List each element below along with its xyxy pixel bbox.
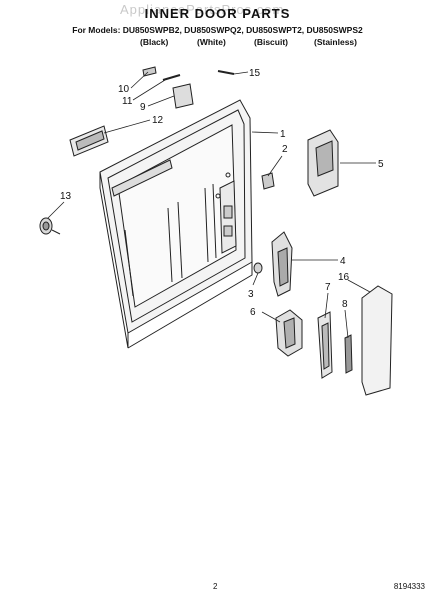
callout-5: 5 bbox=[378, 159, 384, 170]
part-7-strip bbox=[317, 311, 333, 379]
color-stainless: (Stainless) bbox=[314, 37, 357, 47]
callout-2: 2 bbox=[282, 144, 288, 155]
part-2-bracket bbox=[261, 172, 275, 190]
part-16-side-panel bbox=[361, 285, 393, 396]
page-title: INNER DOOR PARTS bbox=[144, 6, 291, 21]
callout-9: 9 bbox=[140, 102, 146, 113]
callout-11: 11 bbox=[122, 96, 133, 107]
callout-6: 6 bbox=[250, 307, 256, 318]
part-9-cover bbox=[172, 83, 194, 109]
part-4-latch bbox=[271, 231, 293, 297]
part-12-handle bbox=[69, 125, 109, 157]
leader-lines bbox=[47, 71, 376, 339]
models-line: For Models: DU850SWPB2, DU850SWPQ2, DU85… bbox=[72, 25, 363, 35]
color-biscuit: (Biscuit) bbox=[254, 37, 288, 47]
callout-12: 12 bbox=[152, 115, 164, 126]
color-black: (Black) bbox=[140, 37, 169, 47]
callout-13: 13 bbox=[60, 191, 72, 202]
callout-10: 10 bbox=[118, 84, 130, 95]
page-number: 2 bbox=[213, 582, 218, 591]
inner-door-panel bbox=[99, 99, 253, 349]
part-15-screw bbox=[217, 70, 235, 75]
part-3-bumper bbox=[253, 262, 263, 274]
part-13-knob bbox=[39, 217, 61, 235]
part-11-screw bbox=[162, 74, 181, 81]
callout-4: 4 bbox=[340, 256, 346, 267]
part-8-spring bbox=[344, 334, 353, 374]
callout-7: 7 bbox=[325, 282, 331, 293]
callout-3: 3 bbox=[248, 289, 254, 300]
document-number: 8194333 bbox=[393, 582, 425, 591]
part-6-hinge bbox=[275, 309, 303, 357]
watermark: AppliancePartsPros.com bbox=[120, 2, 285, 17]
part-5-switch-housing bbox=[307, 129, 339, 197]
callout-15: 15 bbox=[249, 68, 261, 79]
callout-1: 1 bbox=[280, 129, 286, 140]
color-white: (White) bbox=[197, 37, 226, 47]
callout-numbers: 10 11 9 15 12 1 2 5 13 4 16 3 7 8 6 bbox=[60, 68, 384, 318]
callout-8: 8 bbox=[342, 299, 348, 310]
callout-16: 16 bbox=[338, 272, 350, 283]
